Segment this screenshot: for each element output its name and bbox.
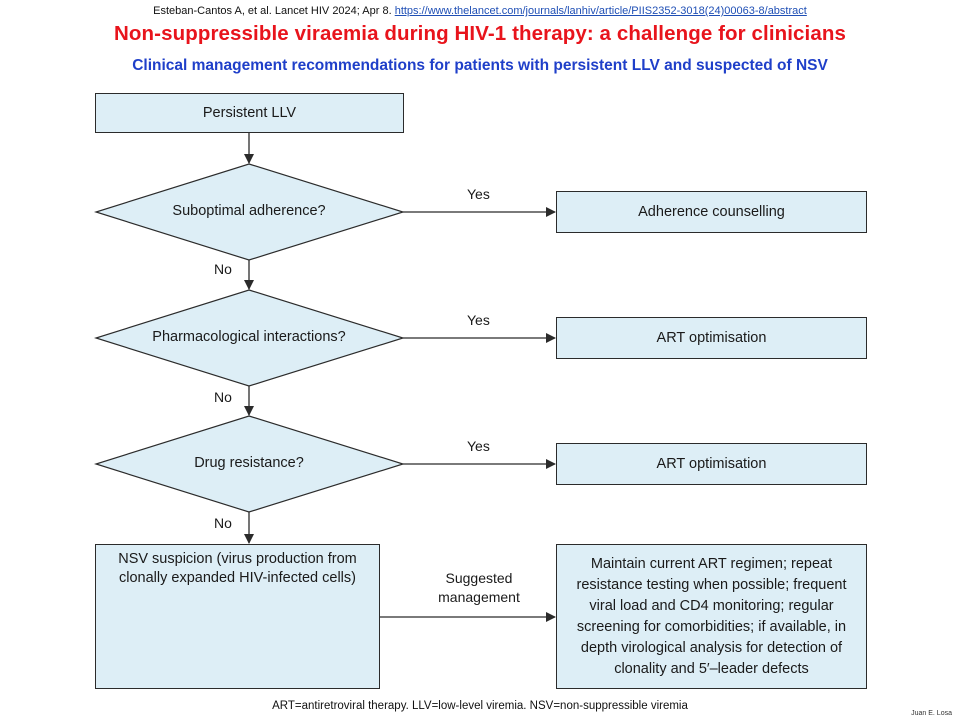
suggested-line-1: Suggested (445, 570, 513, 586)
nsv-suspicion-box: NSV suspicion (virus production from clo… (95, 544, 380, 689)
management-line-5: depth virological analysis for detection… (580, 640, 843, 656)
citation-text: Esteban-Cantos A, et al. Lancet HIV 2024… (153, 5, 392, 17)
start-box-label: Persistent LLV (202, 105, 297, 121)
management-line-2: resistance testing when possible; freque… (576, 577, 847, 593)
no-label-interactions: No (214, 389, 232, 405)
footnote: ART=antiretroviral therapy. LLV=low-leve… (272, 700, 688, 712)
yes-label-resistance: Yes (467, 438, 490, 454)
decision-label-interactions: Pharmacological interactions? (152, 329, 346, 345)
management-line-4: screening for comorbidities; if availabl… (576, 619, 847, 635)
management-line-1: Maintain current ART regimen; repeat (590, 556, 833, 572)
author-signature: Juan E. Losa (911, 710, 952, 717)
start-box: Persistent LLV (95, 93, 404, 133)
citation: Esteban-Cantos A, et al. Lancet HIV 2024… (0, 5, 960, 17)
citation-link[interactable]: https://www.thelancet.com/journals/lanhi… (394, 5, 807, 17)
no-label-resistance: No (214, 515, 232, 531)
page-title: Non-suppressible viraemia during HIV-1 t… (114, 22, 846, 45)
nsv-line-2: clonally expanded HIV-infected cells) (119, 570, 356, 586)
management-line-6: clonality and 5′–leader defects (614, 661, 809, 677)
decision-label-resistance: Drug resistance? (194, 455, 304, 471)
page-subtitle: Clinical management recommendations for … (132, 57, 828, 74)
action-box-art-optimisation-1: ART optimisation (556, 317, 867, 359)
nsv-line-1: NSV suspicion (virus production from (118, 551, 357, 567)
management-box: Maintain current ART regimen; repeat res… (556, 544, 867, 689)
action-box-adherence-counselling: Adherence counselling (556, 191, 867, 233)
suggested-management-label: Suggested management (420, 569, 538, 607)
decision-label-adherence: Suboptimal adherence? (172, 203, 326, 219)
action-label-1: Adherence counselling (638, 204, 785, 220)
action-label-2: ART optimisation (656, 330, 767, 346)
suggested-line-2: management (438, 589, 520, 605)
yes-label-adherence: Yes (467, 186, 490, 202)
action-box-art-optimisation-2: ART optimisation (556, 443, 867, 485)
no-label-adherence: No (214, 261, 232, 277)
yes-label-interactions: Yes (467, 312, 490, 328)
management-line-3: viral load and CD4 monitoring; regular (589, 598, 834, 614)
action-label-3: ART optimisation (656, 456, 767, 472)
